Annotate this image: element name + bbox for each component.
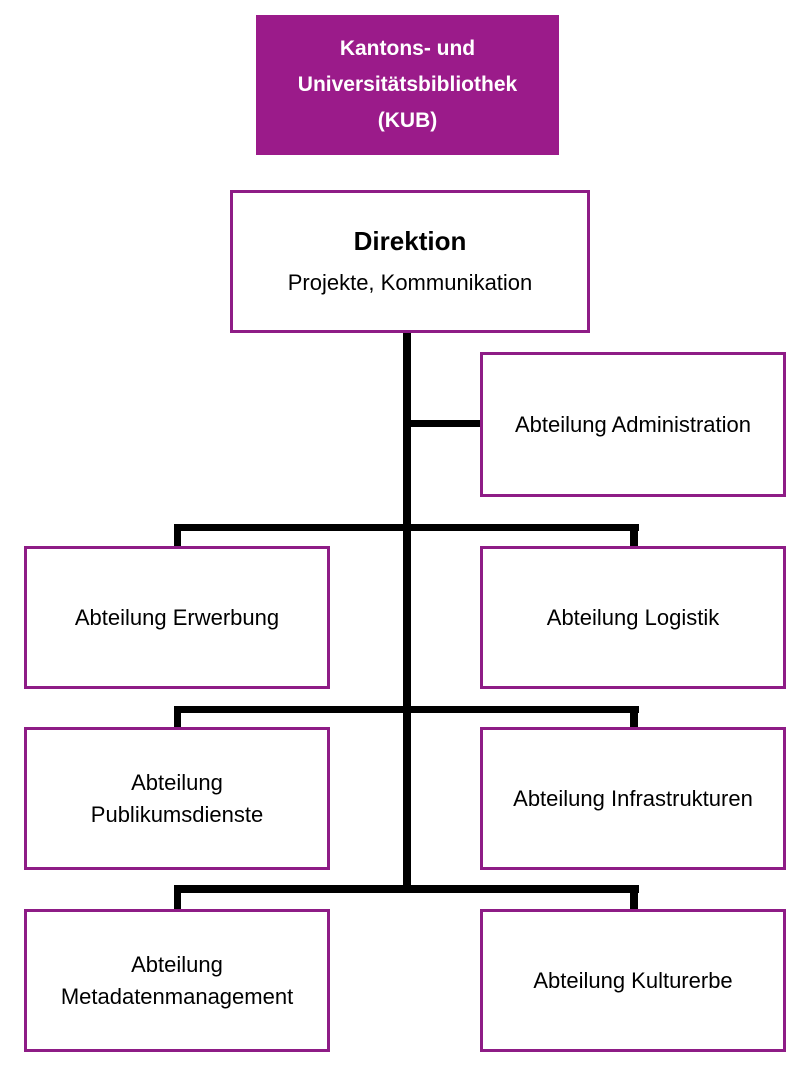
trunk-connector xyxy=(403,330,411,891)
department-label: Abteilung Metadatenmanagement xyxy=(60,951,294,1009)
direction-box: Direktion Projekte, Kommunikation xyxy=(230,190,590,333)
department-label: Abteilung Kulturerbe xyxy=(533,967,733,993)
administration-box: Abteilung Administration xyxy=(480,352,786,497)
department-box-logistik: Abteilung Logistik xyxy=(480,546,786,689)
direction-subtitle: Projekte, Kommunikation xyxy=(287,269,533,295)
row1-horizontal-connector xyxy=(174,524,639,531)
department-box-erwerbung: Abteilung Erwerbung xyxy=(24,546,330,689)
organization-box: Kantons- und Universitätsbibliothek (KUB… xyxy=(256,15,559,155)
admin-connector xyxy=(407,420,483,427)
organization-title: Kantons- und Universitätsbibliothek (KUB… xyxy=(297,37,518,132)
row1-left-drop xyxy=(174,524,181,549)
department-label: Abteilung Logistik xyxy=(546,604,720,630)
department-box-kulturerbe: Abteilung Kulturerbe xyxy=(480,909,786,1052)
department-label: Abteilung Publikumsdienste xyxy=(90,769,264,827)
row3-horizontal-connector xyxy=(174,885,639,893)
row2-right-drop xyxy=(630,706,638,730)
department-box-metadatenmanagement: Abteilung Metadatenmanagement xyxy=(24,909,330,1052)
department-box-publikumsdienste: Abteilung Publikumsdienste xyxy=(24,727,330,870)
direction-title: Direktion xyxy=(353,225,467,256)
department-label: Abteilung Erwerbung xyxy=(74,604,280,630)
row3-left-drop xyxy=(174,885,181,912)
department-box-infrastrukturen: Abteilung Infrastrukturen xyxy=(480,727,786,870)
department-label: Abteilung Infrastrukturen xyxy=(513,785,753,811)
row2-horizontal-connector xyxy=(174,706,639,713)
row3-right-drop xyxy=(630,885,638,912)
administration-label: Abteilung Administration xyxy=(514,411,752,437)
row2-left-drop xyxy=(174,706,181,730)
row1-right-drop xyxy=(630,524,638,549)
